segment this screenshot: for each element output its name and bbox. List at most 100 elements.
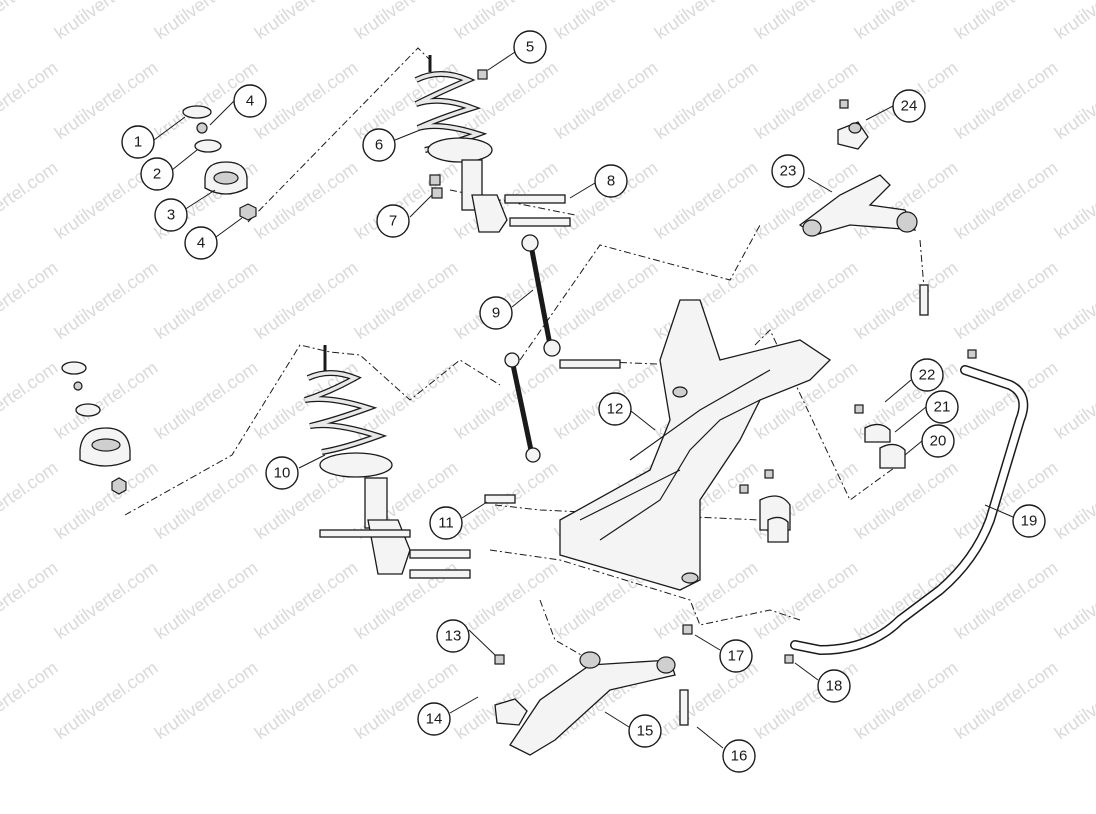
watermark-text: krutilvertel.com [751, 557, 862, 643]
callout-10-label: 10 [274, 465, 291, 482]
callout-24: 24 [892, 89, 926, 123]
control-arm-lower [494, 624, 693, 756]
watermark-text: krutilvertel.com [151, 357, 262, 443]
spring-strut-upper [414, 55, 508, 233]
watermark-text: krutilvertel.com [551, 257, 662, 343]
callout-8-label: 8 [607, 173, 615, 190]
watermark-text: krutilvertel.com [951, 557, 1062, 643]
stabilizer-link-upper [521, 234, 561, 357]
control-arm-upper-right [798, 99, 929, 316]
watermark-text: krutilvertel.com [951, 157, 1062, 243]
watermark-text: krutilvertel.com [851, 0, 962, 43]
watermark-text: krutilvertel.com [651, 157, 762, 243]
watermark-text: krutilvertel.com [151, 0, 262, 43]
watermark-text: krutilvertel.com [351, 0, 462, 43]
callout-4-bottom-label: 4 [197, 235, 205, 252]
callout-5-label: 5 [526, 39, 534, 56]
callout-7-label: 7 [389, 213, 397, 230]
callout-19: 19 [1012, 504, 1046, 538]
front-subframe [559, 299, 832, 591]
callout-9: 9 [479, 296, 513, 330]
callout-3-label: 3 [167, 207, 175, 224]
callout-1-label: 1 [134, 134, 142, 151]
callout-2-label: 2 [153, 166, 161, 183]
callout-12-label: 12 [607, 401, 624, 418]
callout-4-top-label: 4 [246, 93, 254, 110]
watermark-text: krutilvertel.com [451, 357, 562, 443]
watermark-text: krutilvertel.com [651, 0, 762, 43]
callout-13-label: 13 [445, 628, 462, 645]
callout-4-bottom: 4 [184, 226, 218, 260]
callout-20: 20 [921, 424, 955, 458]
watermark-text: krutilvertel.com [51, 257, 162, 343]
callout-17: 17 [719, 639, 753, 673]
callout-9-label: 9 [492, 305, 500, 322]
callout-24-label: 24 [901, 98, 918, 115]
callout-2: 2 [140, 157, 174, 191]
callout-14: 14 [417, 702, 451, 736]
watermark-text: krutilvertel.com [951, 0, 1062, 43]
callout-23-label: 23 [780, 163, 797, 180]
callout-11-label: 11 [438, 515, 454, 532]
callout-16: 16 [722, 739, 756, 773]
watermark-text: krutilvertel.com [151, 457, 262, 543]
callout-22: 22 [910, 358, 944, 392]
leader-lines [153, 51, 1014, 749]
callout-21: 21 [925, 390, 959, 424]
watermark-text: krutilvertel.com [751, 657, 862, 743]
watermark-text: krutilvertel.com [251, 557, 362, 643]
watermark-text: krutilvertel.com [251, 257, 362, 343]
callout-3: 3 [154, 198, 188, 232]
callout-15: 15 [628, 714, 662, 748]
callout-7: 7 [376, 204, 410, 238]
watermark-text: krutilvertel.com [751, 257, 862, 343]
callout-10: 10 [265, 456, 299, 490]
watermark-text: krutilvertel.com [551, 0, 662, 43]
watermark-text: krutilvertel.com [0, 0, 61, 43]
strut-bolts-upper [429, 69, 571, 227]
callout-11: 11 [429, 506, 463, 540]
callout-16-label: 16 [731, 748, 748, 765]
callout-20-label: 20 [930, 433, 947, 450]
watermark-text: krutilvertel.com [51, 457, 162, 543]
callout-18-label: 18 [826, 678, 843, 695]
watermark-text: krutilvertel.com [51, 557, 162, 643]
watermark-text: krutilvertel.com [251, 657, 362, 743]
strut-mount-stack-lower [61, 361, 131, 495]
callout-15-label: 15 [637, 723, 654, 740]
watermark-text: krutilvertel.com [151, 257, 262, 343]
watermark-text: krutilvertel.com [851, 457, 962, 543]
callout-23: 23 [771, 154, 805, 188]
callout-22-label: 22 [919, 367, 936, 384]
watermark-text: krutilvertel.com [651, 57, 762, 143]
callout-4-top: 4 [233, 84, 267, 118]
watermark-text: krutilvertel.com [851, 557, 962, 643]
callout-8: 8 [594, 164, 628, 198]
watermark-text: krutilvertel.com [251, 0, 362, 43]
watermark-text: krutilvertel.com [851, 257, 962, 343]
callout-13: 13 [436, 619, 470, 653]
callout-19-label: 19 [1021, 513, 1038, 530]
spring-strut-lower [304, 345, 471, 579]
watermark-text: krutilvertel.com [351, 257, 462, 343]
callout-18: 18 [817, 669, 851, 703]
callout-21-label: 21 [934, 399, 951, 416]
watermark-text: krutilvertel.com [51, 0, 162, 43]
callout-6: 6 [362, 128, 396, 162]
strut-mount-stack-upper [182, 105, 257, 221]
callout-1: 1 [121, 125, 155, 159]
watermark-text: krutilvertel.com [751, 0, 862, 43]
callout-17-label: 17 [728, 648, 745, 665]
watermark-text: krutilvertel.com [951, 657, 1062, 743]
callout-5: 5 [513, 30, 547, 64]
watermark-text: krutilvertel.com [151, 557, 262, 643]
stabilizer-bushing-parts [739, 404, 906, 543]
stabilizer-link-lower [484, 352, 541, 504]
callout-12: 12 [598, 392, 632, 426]
watermark-text: krutilvertel.com [451, 0, 562, 43]
watermark-text: krutilvertel.com [251, 57, 362, 143]
watermark-text: krutilvertel.com [251, 157, 362, 243]
watermark-text: krutilvertel.com [1051, 0, 1096, 43]
watermark-text: krutilvertel.com [51, 657, 162, 743]
